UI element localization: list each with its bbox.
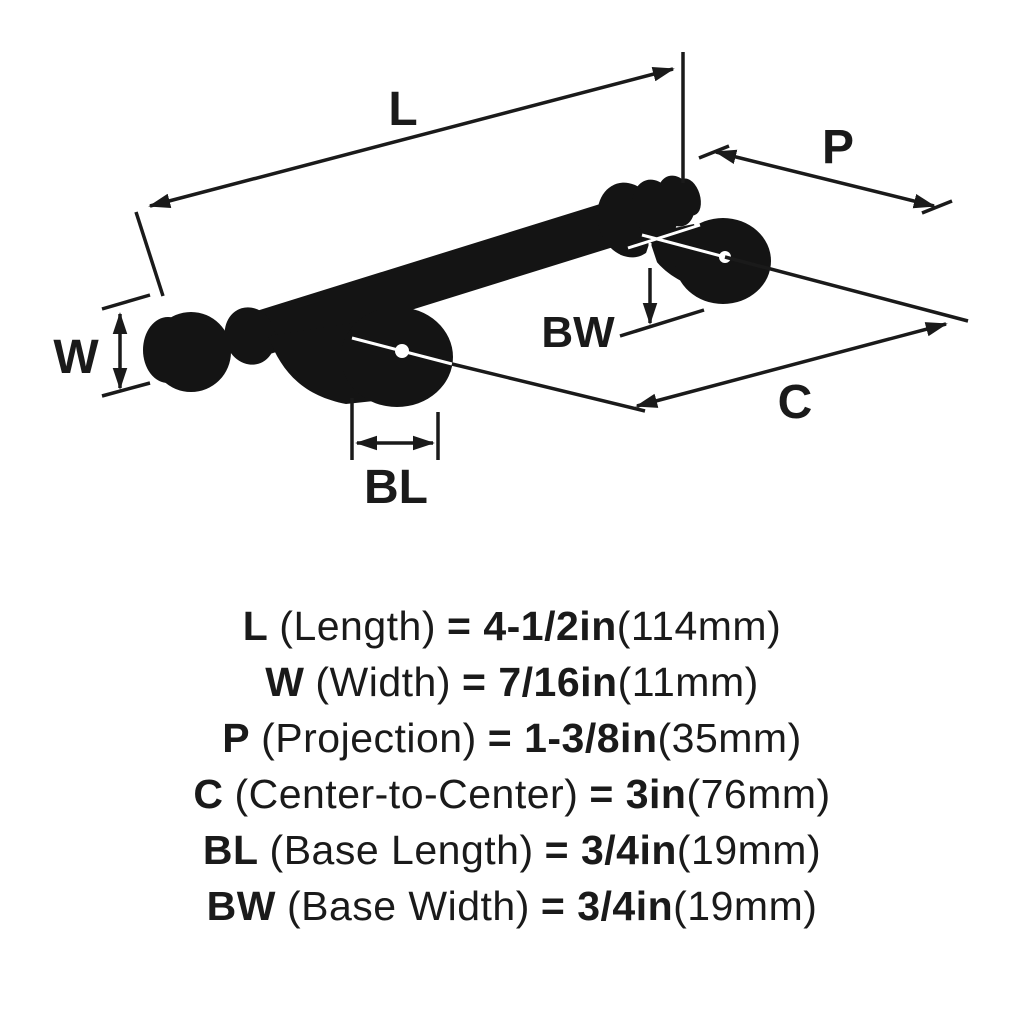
legend-value: = 3/4in xyxy=(544,827,677,873)
legend-value: = 3in xyxy=(589,771,687,817)
legend-row-length: L(Length)= 4-1/2in(114mm) xyxy=(243,598,781,654)
legend-metric: (11mm) xyxy=(617,659,759,705)
legend-row-center-to-center: C(Center-to-Center)= 3in(76mm) xyxy=(193,766,830,822)
dim-label-L: L xyxy=(388,83,417,136)
dim-L xyxy=(134,52,685,297)
legend-name: (Center-to-Center) xyxy=(234,771,579,817)
dim-label-W: W xyxy=(53,331,99,384)
legend-value: = 1-3/8in xyxy=(487,715,658,761)
legend-name: (Base Length) xyxy=(269,827,534,873)
dim-BW xyxy=(619,223,705,338)
legend-value: = 3/4in xyxy=(540,883,674,929)
legend-name: (Width) xyxy=(315,659,452,705)
legend-metric: (76mm) xyxy=(686,771,831,817)
legend-row-base-width: BW(Base Width)= 3/4in(19mm) xyxy=(207,878,818,934)
legend-code: L xyxy=(242,603,269,649)
dimension-legend: L(Length)= 4-1/2in(114mm) W(Width)= 7/16… xyxy=(0,598,1024,934)
dim-label-BL: BL xyxy=(364,461,428,514)
dim-C xyxy=(635,322,948,408)
legend-code: W xyxy=(265,659,305,705)
legend-metric: (114mm) xyxy=(616,603,782,649)
legend-name: (Projection) xyxy=(261,715,477,761)
dim-label-C: C xyxy=(778,376,813,429)
cabinet-pull-illustration xyxy=(143,175,771,407)
dim-BL xyxy=(350,398,440,460)
legend-code: P xyxy=(222,715,251,761)
legend-code: C xyxy=(193,771,224,817)
handle-bar xyxy=(226,201,634,360)
dimension-lines xyxy=(101,52,969,460)
legend-metric: (19mm) xyxy=(676,827,822,873)
legend-name: (Length) xyxy=(279,603,437,649)
legend-code: BW xyxy=(206,883,276,929)
dim-P xyxy=(698,144,953,215)
dim-label-P: P xyxy=(822,121,854,174)
legend-value: = 7/16in xyxy=(462,659,618,705)
legend-metric: (35mm) xyxy=(657,715,802,761)
dim-label-BW: BW xyxy=(541,308,615,357)
legend-code: BL xyxy=(202,827,259,873)
handle-left-base xyxy=(341,307,453,407)
pull-dimension-diagram: L P W BW C BL xyxy=(53,52,969,514)
legend-value: = 4-1/2in xyxy=(447,603,617,649)
legend-row-projection: P(Projection)= 1-3/8in(35mm) xyxy=(222,710,801,766)
dim-W xyxy=(101,293,151,398)
legend-row-width: W(Width)= 7/16in(11mm) xyxy=(265,654,759,710)
legend-row-base-length: BL(Base Length)= 3/4in(19mm) xyxy=(203,822,821,878)
legend-metric: (19mm) xyxy=(673,883,818,929)
legend-name: (Base Width) xyxy=(286,883,530,929)
